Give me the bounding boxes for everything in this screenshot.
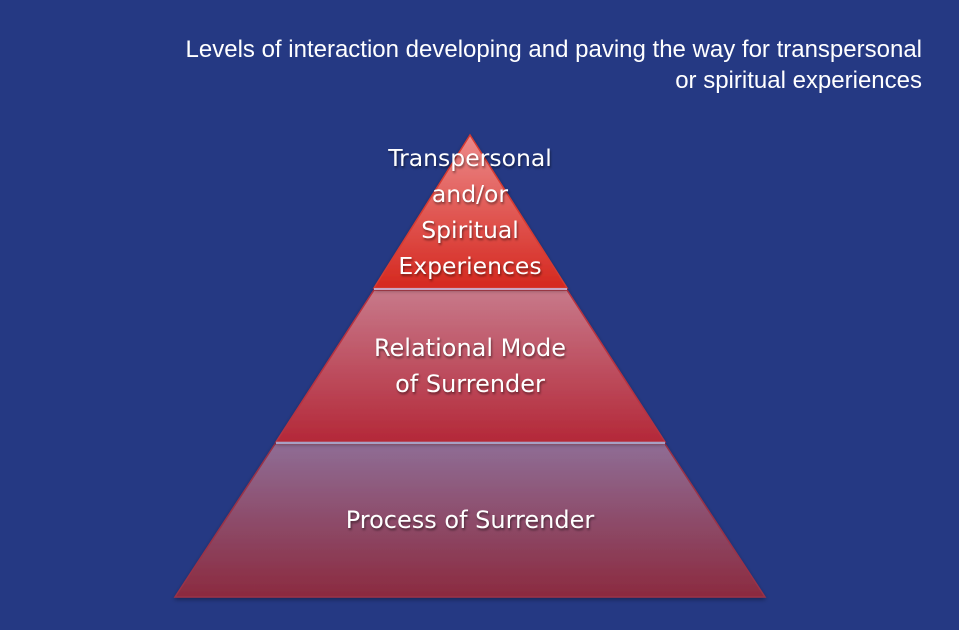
tier-label-line: of Surrender: [395, 370, 545, 398]
tier-label-line: Process of Surrender: [345, 506, 595, 534]
tier-label-line: Relational Mode: [373, 334, 567, 362]
tier-label-line: and/or: [431, 180, 509, 208]
slide-title-line-1: Levels of interaction developing and pav…: [185, 36, 922, 63]
tier-label-relational-mode: Relational Mode of Surrender: [270, 330, 670, 402]
tier-label-process: Process of Surrender: [270, 502, 670, 538]
tier-label-line: Transpersonal: [388, 144, 552, 172]
slide-title-line-2: or spiritual experiences: [675, 67, 922, 94]
tier-label-transpersonal: Transpersonal and/or Spiritual Experienc…: [270, 140, 670, 284]
tier-label-line: Experiences: [398, 252, 542, 280]
slide-title: Levels of interaction developing and pav…: [22, 34, 922, 96]
tier-label-line: Spiritual: [421, 216, 519, 244]
